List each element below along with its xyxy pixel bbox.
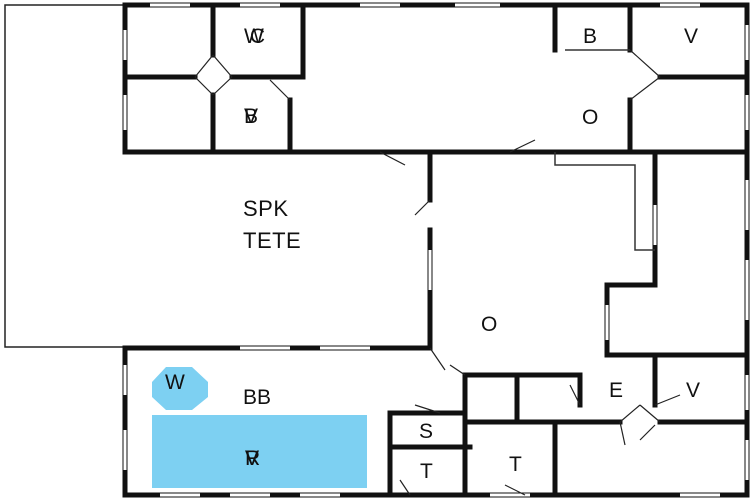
room-label-t1: T: [420, 460, 433, 483]
room-label-o-mid: O: [481, 313, 498, 336]
room-label-wc: WC: [244, 25, 265, 48]
room-label-spk: SPK: [243, 196, 289, 221]
room-label-t2: T: [509, 453, 522, 476]
pool: [152, 415, 367, 488]
room-label-b: B: [583, 25, 598, 48]
room-label-pool: VVR: [245, 447, 263, 470]
hot-tub: [152, 367, 208, 410]
room-label-v-top: V: [684, 25, 699, 48]
room-label-s: S: [419, 420, 434, 443]
room-label-tete: TETE: [243, 228, 302, 253]
windows: [123, 3, 749, 497]
room-label-e: E: [609, 379, 624, 402]
room-label-v-bottom: V: [686, 379, 701, 402]
room-label-o-top: O: [582, 106, 599, 129]
terrace-outline: [4, 4, 125, 348]
room-label-w: W: [165, 371, 185, 394]
doors: [194, 49, 681, 496]
partitions: [554, 49, 655, 251]
room-label-bb: BB: [243, 386, 272, 409]
